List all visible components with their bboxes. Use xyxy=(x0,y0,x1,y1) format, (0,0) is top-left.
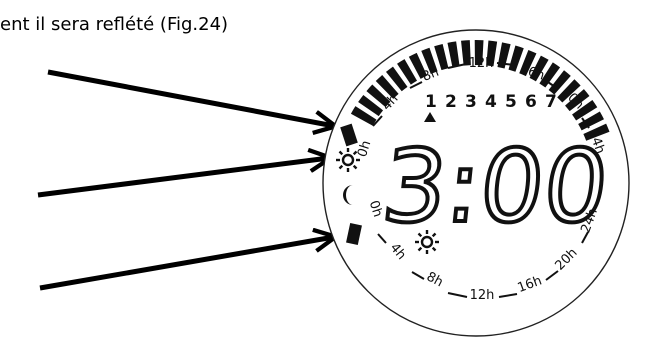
caption-text: ent il sera reflété (Fig.24) xyxy=(0,14,229,35)
upper-label-8h: 8h xyxy=(420,65,441,85)
day-2: 2 xyxy=(445,92,457,112)
lower-label-0h: 0h xyxy=(366,199,385,219)
program-segment xyxy=(358,94,384,117)
program-segment xyxy=(529,55,549,82)
day-indicators: 1 2 3 4 5 6 7 xyxy=(425,92,557,112)
program-segment xyxy=(583,123,610,141)
program-segment xyxy=(578,111,604,131)
day-5: 5 xyxy=(505,92,517,112)
moon-icon xyxy=(343,185,353,205)
upper-label-12h: 12h xyxy=(469,56,494,71)
program-segment xyxy=(548,70,571,95)
time-readout: 3:00 xyxy=(377,128,614,245)
day-6: 6 xyxy=(525,92,537,112)
arrow-middle xyxy=(37,158,329,198)
day-3: 3 xyxy=(465,92,477,112)
program-segment xyxy=(461,40,471,66)
day-4: 4 xyxy=(485,92,497,112)
program-segment xyxy=(572,99,598,121)
program-segment xyxy=(474,40,484,66)
program-segment xyxy=(557,79,581,103)
program-segment xyxy=(539,62,561,88)
program-segment xyxy=(397,59,418,85)
lower-marker-block xyxy=(346,222,362,246)
sun-icon xyxy=(336,148,360,172)
program-segment xyxy=(385,66,408,92)
pointer-arrows xyxy=(37,69,334,291)
dial-outline xyxy=(322,29,630,337)
arrow-upper xyxy=(47,69,334,126)
program-segment xyxy=(421,47,438,74)
lower-label-12h: 12h xyxy=(470,288,495,303)
upper-label-16h: 16h xyxy=(518,62,546,84)
program-segment xyxy=(434,43,449,71)
program-segment xyxy=(486,40,498,67)
program-segment xyxy=(565,89,590,112)
arrow-lower xyxy=(39,237,334,291)
program-segment xyxy=(447,41,460,68)
dial: 0h 4h 8h 12h 16h 20h 24h 1 2 3 4 5 6 7 xyxy=(322,29,630,337)
program-bar-upper xyxy=(350,40,610,141)
day-1: 1 xyxy=(425,92,437,112)
triangle-up-icon xyxy=(424,112,436,122)
sun-icon xyxy=(415,230,439,254)
upper-marker-block xyxy=(340,123,358,147)
lower-label-8h: 8h xyxy=(424,269,446,290)
program-segment xyxy=(366,84,391,108)
day-7: 7 xyxy=(545,92,557,112)
program-segment xyxy=(408,52,428,79)
upper-scale-dashes xyxy=(372,62,590,129)
lower-scale-dashes xyxy=(377,231,589,298)
upper-label-0h: 0h xyxy=(355,139,374,159)
program-segment xyxy=(519,49,537,77)
program-segment xyxy=(375,75,399,99)
program-segment xyxy=(350,106,377,126)
program-segment xyxy=(497,42,511,69)
